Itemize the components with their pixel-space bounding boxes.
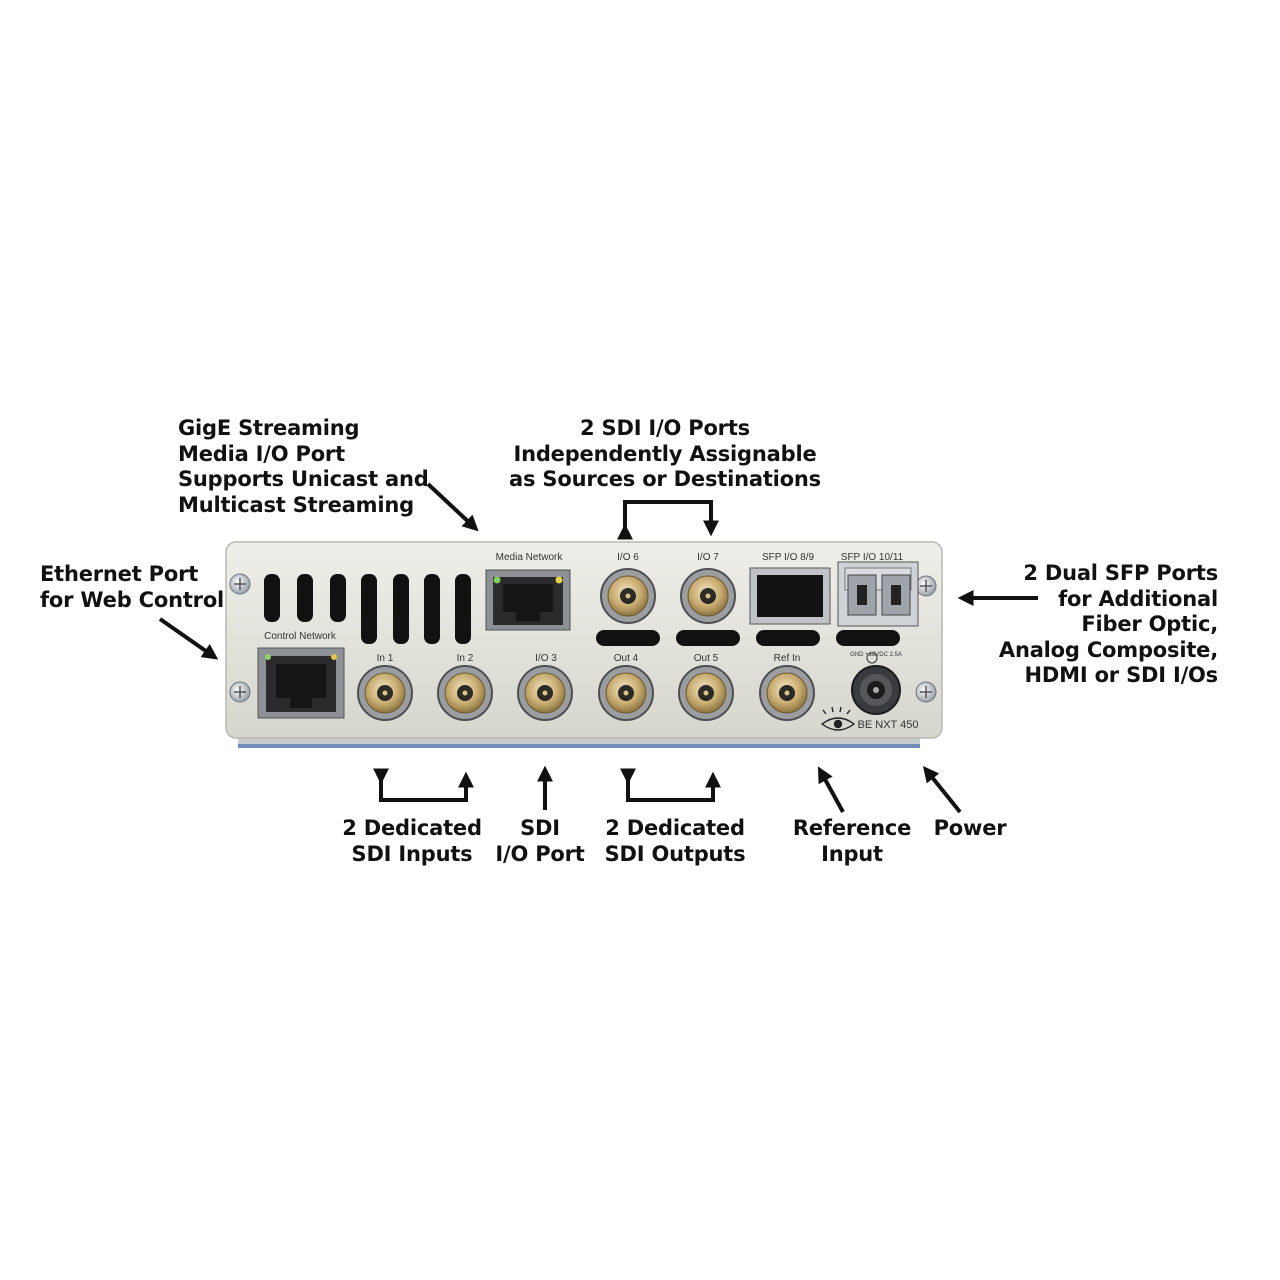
callout-line: Multicast Streaming xyxy=(178,492,414,517)
callout-line: Power xyxy=(933,816,1007,840)
arrow-inputs-bracket xyxy=(373,768,474,802)
label-out4: Out 4 xyxy=(613,653,639,664)
callout-gige-streaming: GigE Streaming Media I/O Port Supports U… xyxy=(178,416,429,518)
bnc-io7-icon xyxy=(680,568,736,624)
callout-line: Independently Assignable xyxy=(513,441,817,466)
media-network-port xyxy=(485,569,571,631)
callout-line: for Additional xyxy=(1058,586,1218,611)
callout-sdi-io-ports: 2 SDI I/O Ports Independently Assignable… xyxy=(505,416,825,493)
callout-sdi-outputs: 2 Dedicated SDI Outputs xyxy=(595,816,755,867)
label-ref-in: Ref In xyxy=(773,653,801,664)
callout-ethernet-port: Ethernet Port for Web Control xyxy=(40,562,224,613)
sfp-port-8-9 xyxy=(749,567,831,625)
label-power-rating: GND +12VDC 2.5A xyxy=(850,652,902,658)
label-model: BE NXT 450 xyxy=(857,719,919,731)
callout-line: 2 Dual SFP Ports xyxy=(1023,561,1218,585)
arrow-outputs-bracket xyxy=(620,768,721,802)
bnc-out4-icon xyxy=(598,665,654,721)
label-sfp-8-9: SFP I/O 8/9 xyxy=(761,552,815,563)
arrow-gige xyxy=(426,482,479,532)
arrow-power xyxy=(922,766,962,814)
callout-line: Ethernet Port xyxy=(40,562,199,586)
arrow-reference xyxy=(817,766,845,813)
callout-line: SDI xyxy=(520,816,560,840)
label-io6: I/O 6 xyxy=(617,552,639,563)
callout-line: Media I/O Port xyxy=(178,441,345,466)
callout-reference-input: Reference Input xyxy=(787,816,917,867)
arrow-io-bracket xyxy=(617,500,719,540)
bnc-in1-icon xyxy=(357,665,413,721)
bnc-out5-icon xyxy=(678,665,734,721)
power-connector-icon xyxy=(851,652,901,715)
bnc-io6-icon xyxy=(600,568,656,624)
label-slots xyxy=(596,630,900,646)
vent-slots xyxy=(264,574,471,644)
callout-line: 2 SDI I/O Ports xyxy=(580,416,750,440)
callout-line: HDMI or SDI I/Os xyxy=(1024,663,1219,687)
callout-sdi-io-port: SDI I/O Port xyxy=(485,816,595,867)
arrow-ethernet xyxy=(158,617,219,660)
bnc-ref-in-icon xyxy=(759,665,815,721)
callout-power: Power xyxy=(925,816,1015,842)
callout-line: I/O Port xyxy=(495,841,585,866)
callout-line: 2 Dedicated xyxy=(342,816,482,840)
bnc-io3-icon xyxy=(517,665,573,721)
callout-line: Reference xyxy=(792,816,912,840)
label-sfp-10-11: SFP I/O 10/11 xyxy=(840,552,904,563)
label-media-network: Media Network xyxy=(495,552,563,563)
callout-line: GigE Streaming xyxy=(178,416,360,440)
label-io3: I/O 3 xyxy=(535,653,557,664)
bnc-in2-icon xyxy=(437,665,493,721)
sfp-port-10-11 xyxy=(837,561,919,627)
callout-line: Supports Unicast and xyxy=(178,467,429,491)
callout-line: SDI Inputs xyxy=(351,841,473,866)
callout-sdi-inputs: 2 Dedicated SDI Inputs xyxy=(332,816,492,867)
callout-line: Fiber Optic, xyxy=(1081,612,1218,636)
callout-line: Input xyxy=(821,841,883,866)
callout-line: 2 Dedicated xyxy=(605,816,745,840)
label-control-network: Control Network xyxy=(264,631,336,642)
label-in2: In 2 xyxy=(456,653,474,664)
label-out5: Out 5 xyxy=(693,653,719,664)
callout-sfp-ports: 2 Dual SFP Ports for Additional Fiber Op… xyxy=(999,561,1218,689)
callout-line: Analog Composite, xyxy=(998,637,1218,662)
callout-line: SDI Outputs xyxy=(604,841,746,866)
eye-logo-icon xyxy=(820,706,856,731)
label-io7: I/O 7 xyxy=(697,552,719,563)
label-in1: In 1 xyxy=(376,653,394,664)
callout-line: for Web Control xyxy=(40,587,225,612)
callout-line: as Sources or Destinations xyxy=(509,467,821,491)
control-network-port xyxy=(257,647,345,719)
